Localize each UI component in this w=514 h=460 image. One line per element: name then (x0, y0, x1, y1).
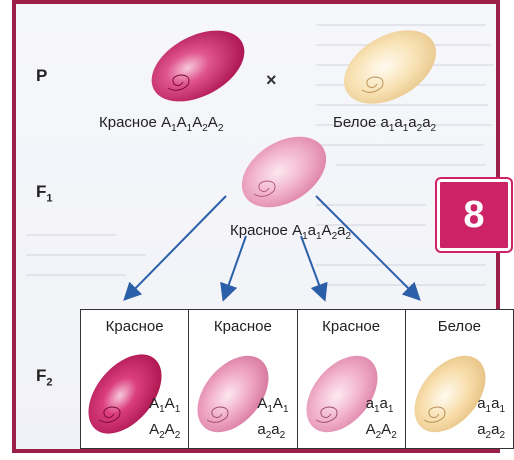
f2-genotype: A1A1 a2a2 (257, 395, 289, 441)
parents-label: P (36, 66, 48, 85)
f2-cell-1: Красное A1A1 A2A2 (81, 310, 190, 448)
arrow-to-f2-2 (220, 235, 247, 302)
f2-grain-medium-red (197, 355, 269, 433)
parent-right-caption: Белое a1a1a2a2 (333, 114, 437, 134)
f2-phenotype: Белое (437, 318, 482, 335)
f2-cell-3: Красное a1a1 A2A2 (298, 310, 406, 448)
f1-label: F1 (36, 182, 53, 205)
f2-grain-dark-red (88, 354, 162, 434)
parent-white-grain (344, 30, 436, 104)
f2-cell-4: Белое a1a1 a2a2 (406, 310, 513, 448)
f2-genotype: A1A1 A2A2 (149, 395, 181, 441)
cross-symbol: × (266, 70, 277, 90)
f2-grain-white (414, 355, 486, 433)
arrow-to-f2-1 (123, 195, 227, 301)
parent-red-grain (151, 30, 245, 102)
parent-left-caption: Красное A1A1A2A2 (99, 114, 224, 134)
f2-cell-2: Красное A1A1 a2a2 (189, 310, 298, 448)
f1-grain (241, 136, 327, 208)
arrow-to-f2-4 (315, 195, 421, 301)
f2-phenotype: Красное (213, 318, 272, 335)
figure-number-badge: 8 (437, 179, 511, 251)
f2-genotype: a1a1 A2A2 (365, 395, 397, 441)
f2-grain-light-red (306, 355, 377, 433)
f2-phenotype: Красное (322, 318, 381, 335)
f1-caption: Красное A1a1A2a2 (230, 222, 352, 242)
f2-phenotype: Красное (105, 318, 164, 335)
f2-table: Красное A1A1 A2A2 Крас (80, 309, 514, 449)
arrow-to-f2-3 (300, 235, 328, 302)
figure-frame: P F1 F2 × (12, 0, 514, 453)
inheritance-arrows (123, 195, 421, 302)
f2-genotype: a1a1 a2a2 (477, 395, 505, 441)
f2-label: F2 (36, 366, 53, 389)
